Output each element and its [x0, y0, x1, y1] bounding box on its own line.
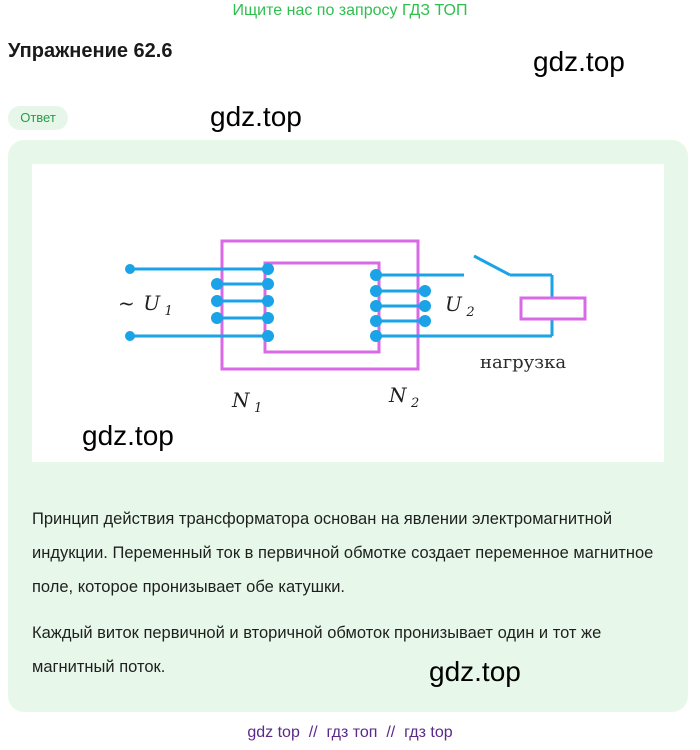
switch-blade [473, 254, 511, 277]
secondary-winding [370, 269, 552, 342]
answer-paragraph: Каждый виток первичной и вторичной обмот… [32, 624, 602, 676]
answer-badge[interactable]: Ответ [8, 106, 68, 130]
transformer-diagram: ~ U 1 U 2 N 1 N 2 нагрузка [118, 239, 587, 416]
load-resistor [519, 296, 587, 321]
core-inner [263, 261, 381, 354]
footer-link[interactable]: гдз top [404, 724, 453, 741]
input-terminal-top [125, 264, 135, 274]
primary-turns-label: N 1 [231, 388, 262, 416]
output-voltage-label: U 2 [445, 292, 475, 320]
exercise-title: Упражнение 62.6 [8, 40, 173, 62]
answer-card: ~ U 1 U 2 N 1 N 2 нагрузка gdz.top Принц… [8, 140, 688, 712]
watermark: gdz.top [82, 420, 174, 451]
footer-link[interactable]: гдз топ [326, 724, 378, 741]
watermark: gdz.top [533, 46, 625, 77]
input-voltage-label: ~ U 1 [118, 291, 173, 319]
top-banner: Ищите нас по запросу ГДЗ ТОП [232, 2, 468, 19]
footer-separator: // [308, 724, 318, 741]
primary-winding [211, 263, 274, 342]
answer-paragraph: Принцип действия трансформатора основан … [32, 510, 654, 596]
secondary-turns-label: N 2 [388, 383, 419, 411]
footer-link[interactable]: gdz top [247, 724, 300, 741]
footer-separator: // [386, 724, 396, 741]
input-terminal-bottom [125, 331, 135, 341]
watermark: gdz.top [429, 656, 521, 687]
load-label: нагрузка [480, 352, 566, 373]
watermark: gdz.top [210, 101, 302, 132]
transformer-figure: ~ U 1 U 2 N 1 N 2 нагрузка gdz.top [32, 164, 664, 462]
footer: gdz top // гдз топ // гдз top [0, 724, 700, 742]
